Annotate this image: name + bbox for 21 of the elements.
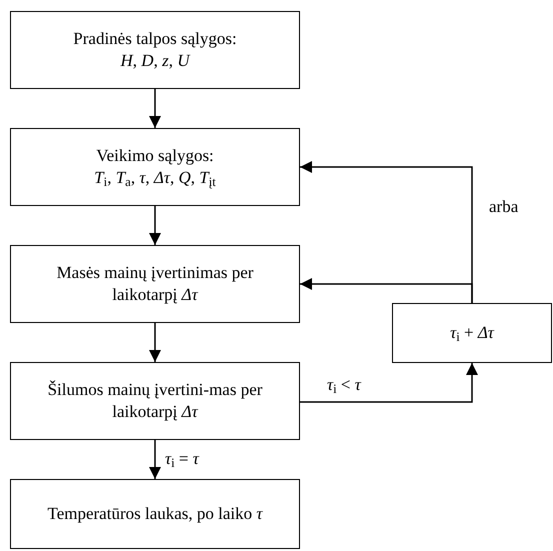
process-box <box>10 362 300 440</box>
edge-label: arba <box>488 198 520 215</box>
arrow <box>300 363 478 403</box>
arrow <box>300 278 473 303</box>
process-box <box>392 303 552 363</box>
arrow <box>149 323 161 362</box>
box-text: Masės mainų įvertinimas per laikotarpį Δτ <box>56 262 254 306</box>
process-box <box>10 245 300 323</box>
box-text: Temperatūros laukas, po laiko τ <box>48 502 262 525</box>
box-text: T$_{i}$, T$_{a}$, τ, Δτ, Q, T$_{įt}$ <box>94 167 216 190</box>
box-text: Veikimo sąlygos: <box>96 144 214 167</box>
box-text: τ$_{i}$ + Δτ <box>450 322 494 344</box>
process-box <box>10 128 300 206</box>
box-text: Šilumos mainų įvertini-mas per laikotarpį Δτ <box>46 378 264 423</box>
box-text: H, D, z, U <box>120 50 190 72</box>
arrow <box>149 440 161 479</box>
process-box <box>10 11 300 89</box>
box-text: Pradinės talpos sąlygos: <box>73 28 237 50</box>
process-box <box>10 479 300 549</box>
arrow <box>149 206 161 245</box>
arrow <box>149 89 161 128</box>
